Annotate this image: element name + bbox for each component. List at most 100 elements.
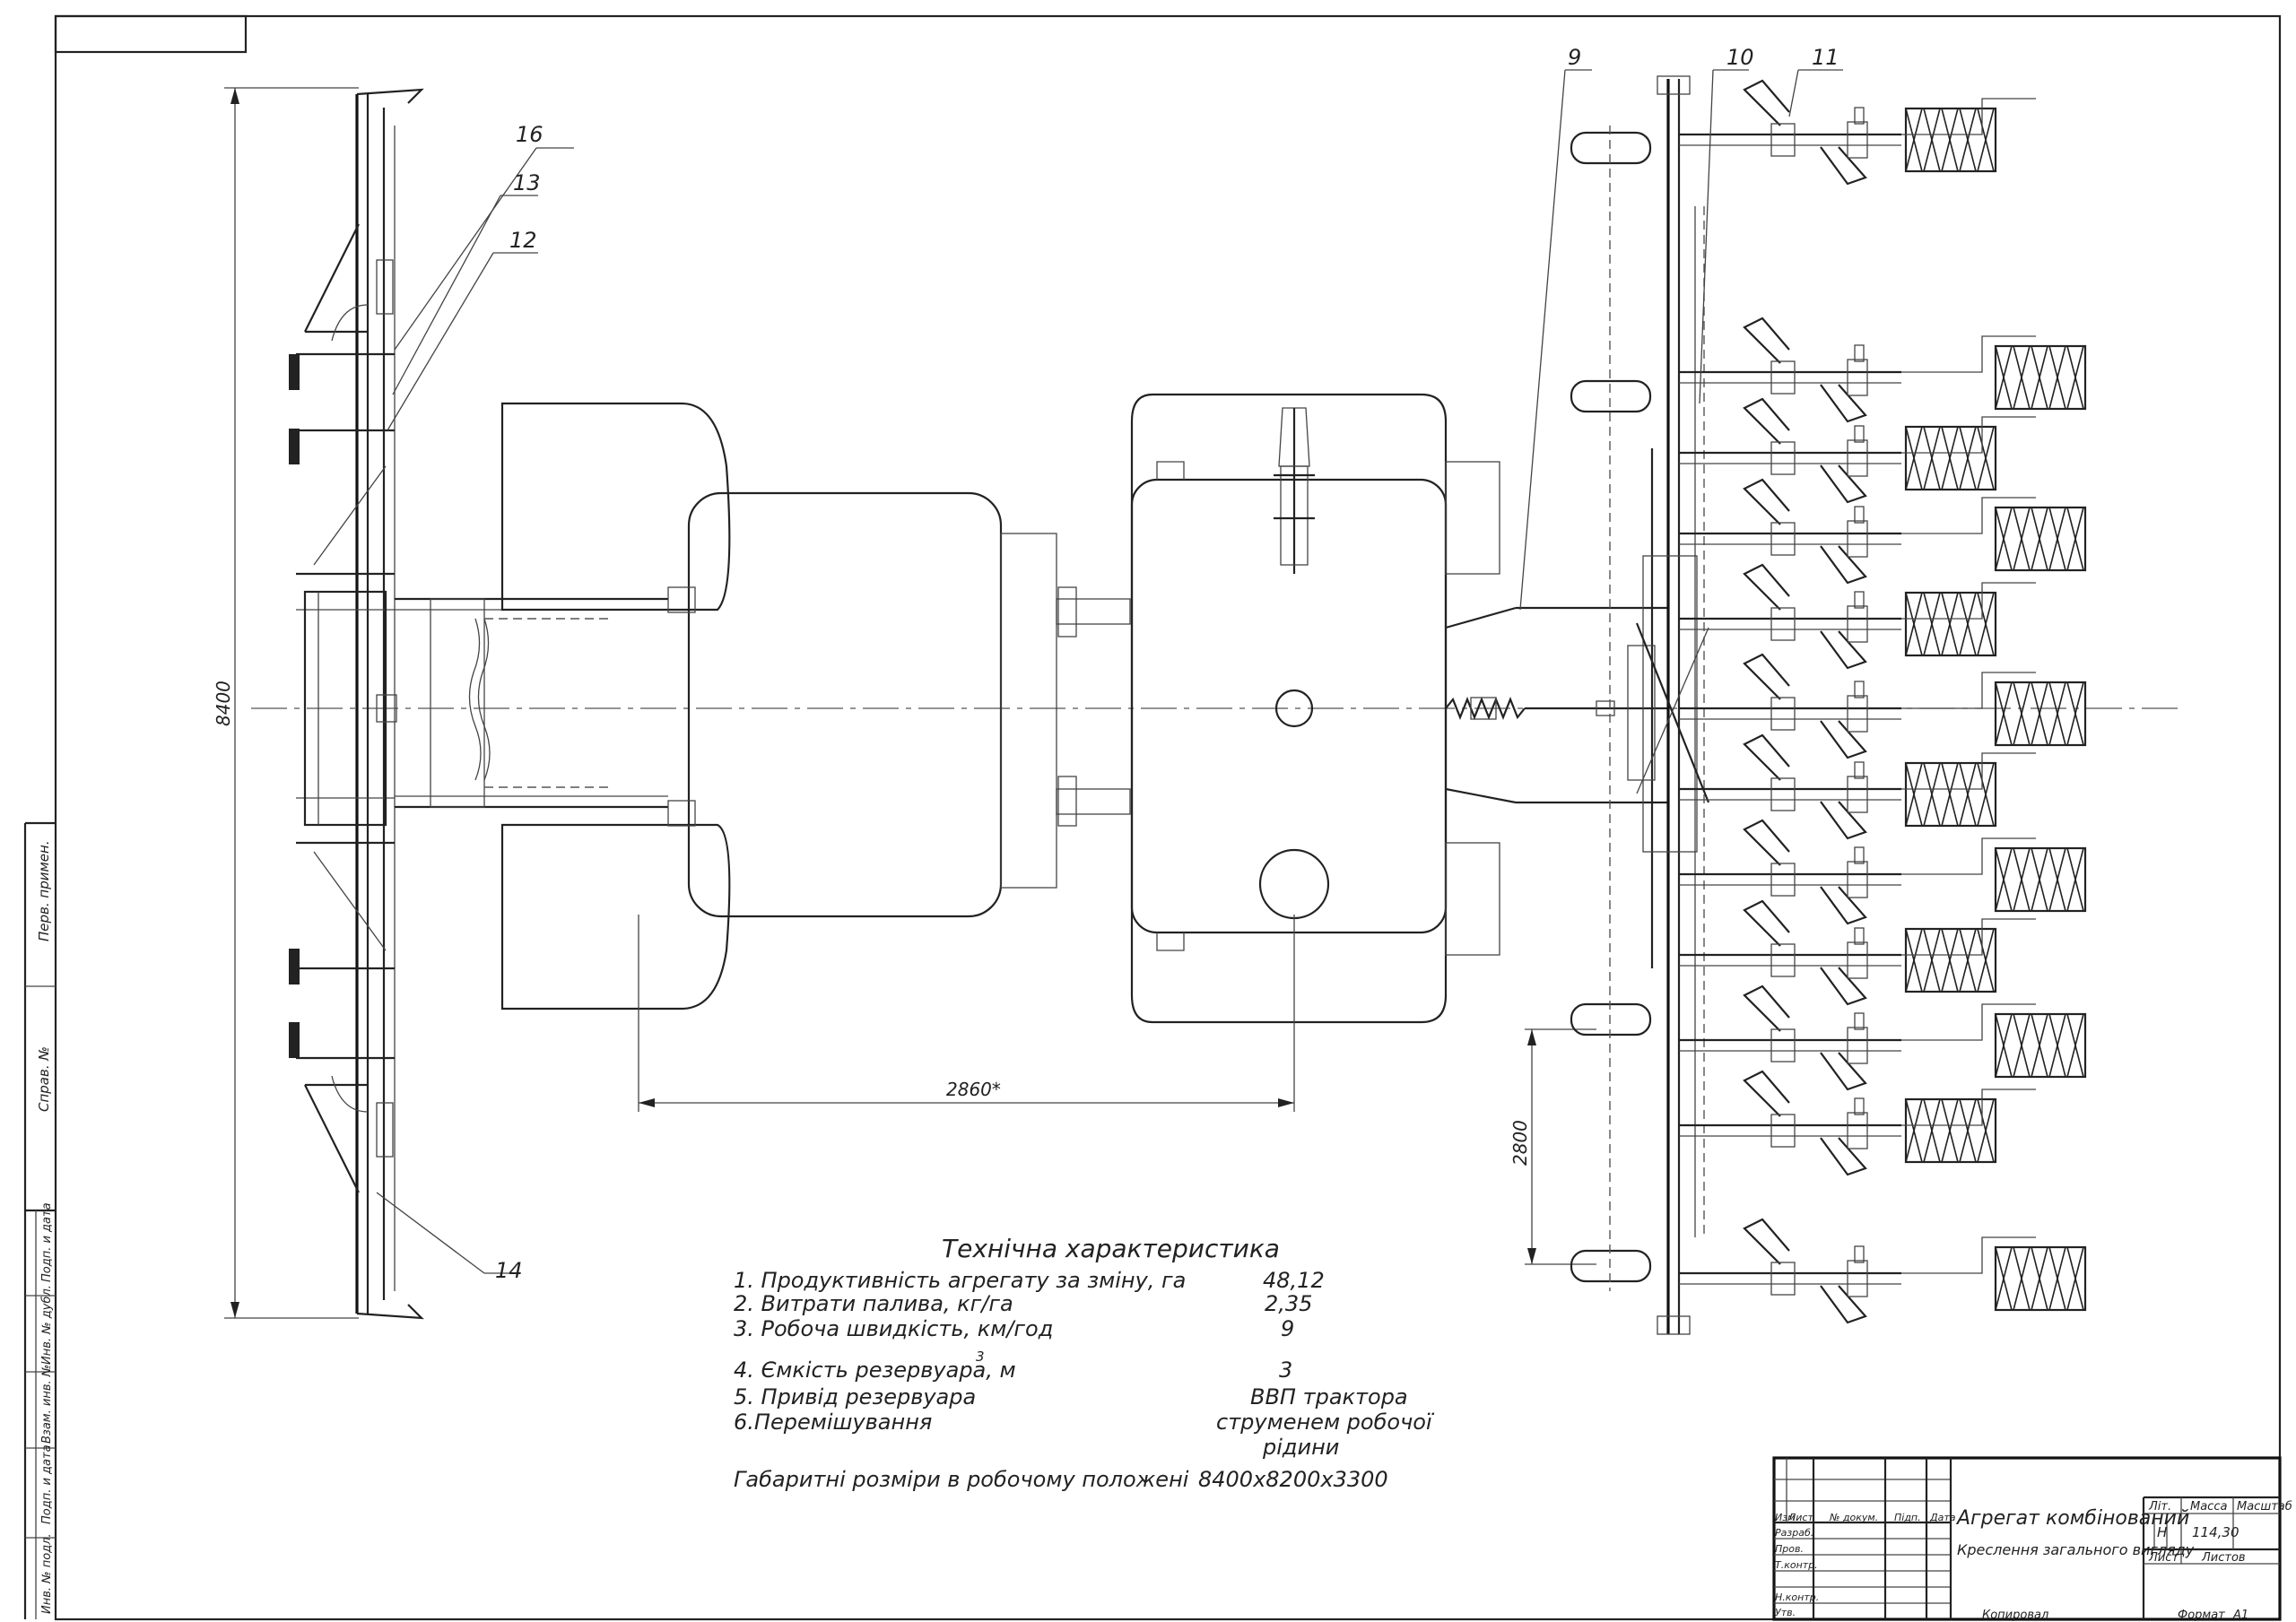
tb-lit-value: Н xyxy=(2157,1524,2167,1540)
roller-hatch xyxy=(1941,426,1959,490)
tine-bolt xyxy=(1854,927,1865,945)
callout-14: 14 xyxy=(495,1258,523,1283)
tb-col-doc: № докум. xyxy=(1829,1512,1878,1523)
tine-clamp xyxy=(1770,360,1796,395)
roller-hatch xyxy=(2066,1013,2084,1078)
roller-bracket xyxy=(1901,98,2036,135)
tine-clamp xyxy=(1847,439,1868,477)
roller-hatch xyxy=(1995,847,2013,912)
harrow-tine xyxy=(1820,545,1867,585)
tractor xyxy=(500,393,1500,1024)
roller-hatch xyxy=(1995,681,2013,746)
tb-mass-value: 114,30 xyxy=(2192,1524,2239,1540)
roller-hatch xyxy=(1959,426,1977,490)
callout-10: 10 xyxy=(1726,45,1754,70)
roller-hatch xyxy=(2048,681,2066,746)
spec-4-label: 4. Ємкість резервуара, м xyxy=(734,1357,1016,1383)
connecting-frame xyxy=(395,597,668,809)
sweep-tine xyxy=(1743,984,1790,1032)
sweep-tine xyxy=(1743,478,1790,525)
roller-hatch xyxy=(2031,847,2048,912)
roller-bracket xyxy=(1901,752,2036,790)
dim-overall-height: 8400 xyxy=(213,681,234,726)
sweep-tine xyxy=(1743,79,1790,126)
tine-bolt xyxy=(1854,1245,1865,1263)
roller-hatch xyxy=(1959,592,1977,656)
tb-format-label: Формат xyxy=(2178,1609,2225,1622)
tb-row-nkontr: Н.контр. xyxy=(1775,1592,1819,1603)
roller-hatch xyxy=(1995,1013,2013,1078)
tine-bolt xyxy=(1854,1097,1865,1115)
cultivator xyxy=(1570,75,1710,1335)
sweep-tine xyxy=(1743,899,1790,947)
roller-hatch xyxy=(1905,108,1923,172)
tine-clamp xyxy=(1847,1112,1868,1149)
spec-2-value: 2,35 xyxy=(1265,1291,1312,1316)
sweep-tine xyxy=(1743,563,1790,611)
roller-hatch xyxy=(1941,762,1959,827)
roller-hatch xyxy=(1923,108,1941,172)
tine-clamp xyxy=(1770,1262,1796,1296)
tb-subtitle: Креслення загального вигляду xyxy=(1957,1541,2195,1558)
stamp-podp-data-2: Подп. и дата xyxy=(40,1444,54,1524)
sweep-tine xyxy=(1743,653,1790,700)
tine-clamp xyxy=(1847,861,1868,898)
roller-hatch xyxy=(1941,592,1959,656)
roller-hatch xyxy=(2031,681,2048,746)
roller-bracket xyxy=(1901,672,2036,709)
tine-bolt xyxy=(1854,591,1865,609)
roller-hatch xyxy=(1977,928,1995,993)
tine-clamp xyxy=(1770,777,1796,811)
tine-bolt xyxy=(1854,681,1865,698)
tb-row-utv: Утв. xyxy=(1775,1607,1796,1618)
tine-clamp xyxy=(1770,1114,1796,1148)
roller-bracket xyxy=(1901,837,2036,875)
specs-heading: Технічна характеристика xyxy=(942,1234,1280,1263)
spec-6-label: 6.Перемішування xyxy=(734,1409,932,1435)
tb-col-list: Лист xyxy=(1787,1512,1813,1523)
roller-hatch xyxy=(2066,1246,2084,1311)
tb-format-value: А1 xyxy=(2232,1609,2248,1622)
spec-7-label: Габаритні розміри в робочому положені xyxy=(734,1467,1189,1492)
roller-hatch xyxy=(2048,1246,2066,1311)
harrow-tine xyxy=(1820,146,1867,186)
tine-bolt xyxy=(1854,506,1865,524)
harrow-tine xyxy=(1820,967,1867,1006)
harrow-tine xyxy=(1820,1137,1867,1176)
tine-clamp xyxy=(1847,359,1868,396)
sweep-tine xyxy=(1743,819,1790,866)
stamp-vzam-inv: Взам. инв. № xyxy=(40,1365,54,1444)
sweep-tine xyxy=(1743,397,1790,445)
roller-hatch xyxy=(2013,1013,2031,1078)
tb-row-tkontr: Т.контр. xyxy=(1775,1559,1818,1571)
tb-copied: Копировал xyxy=(1982,1609,2048,1622)
tb-col-sign: Підп. xyxy=(1894,1512,1921,1523)
side-stamp: Перв. примен. Справ. № Подп. и дата Инв.… xyxy=(23,821,56,1619)
roller-hatch xyxy=(2013,847,2031,912)
roller-hatch xyxy=(1959,1098,1977,1163)
tine-clamp xyxy=(1847,776,1868,813)
dimension-lines: 8400 2860* 2800 xyxy=(213,87,1596,1319)
stamp-inv-podl: Инв. № подл. xyxy=(40,1533,54,1614)
roller-hatch xyxy=(1905,1098,1923,1163)
roller-bracket xyxy=(1901,335,2036,373)
tine-bolt xyxy=(1854,107,1865,125)
tb-sheet-label: Лист xyxy=(2148,1551,2179,1565)
roller-bracket xyxy=(1901,416,2036,454)
stamp-podp-data-1: Подп. и дата xyxy=(40,1202,54,1282)
roller-hatch xyxy=(1923,928,1941,993)
dim-wheelbase: 2860* xyxy=(946,1079,1001,1100)
sweep-tine xyxy=(1743,317,1790,364)
spec-2-label: 2. Витрати палива, кг/га xyxy=(734,1291,1013,1316)
spec-5-label: 5. Привід резервуара xyxy=(734,1384,976,1409)
roller-hatch xyxy=(1977,592,1995,656)
tine-bolt xyxy=(1854,1012,1865,1030)
spec-7-value: 8400x8200x3300 xyxy=(1198,1467,1388,1492)
harrow-tine xyxy=(1820,1052,1867,1091)
spec-5-value: ВВП трактора xyxy=(1250,1384,1408,1409)
sweep-tine xyxy=(1743,733,1790,781)
roller-hatch xyxy=(2013,507,2031,571)
tb-col-izm: Изм xyxy=(1775,1512,1795,1523)
tb-title: Агрегат комбінований xyxy=(1955,1507,2189,1530)
